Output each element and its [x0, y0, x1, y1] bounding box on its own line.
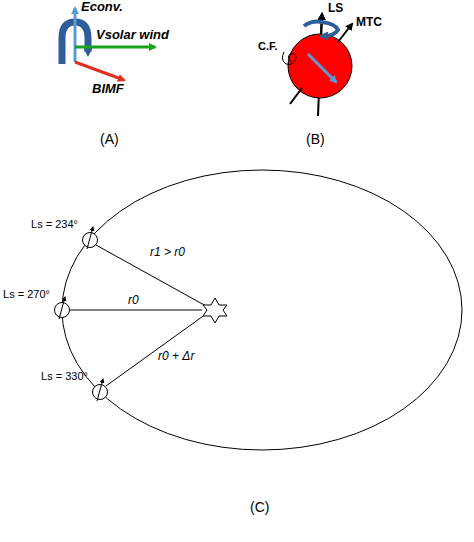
distance-label: r1 > r0 [150, 246, 185, 259]
panel-label: (A) [100, 132, 119, 147]
vector-label: BIMF [92, 82, 124, 96]
axis-label: MTC [356, 16, 382, 29]
imf-arrow [75, 62, 124, 80]
radius-line [70, 310, 202, 311]
panel-label: (C) [250, 500, 269, 515]
orbit-position: Ls = 234° [82, 232, 98, 248]
radius-line [96, 245, 206, 306]
rotation-arrow [304, 22, 338, 37]
planet-disk [288, 34, 352, 98]
orbit-position: Ls = 330° [92, 384, 108, 400]
sun-star [203, 298, 227, 323]
orbit [62, 170, 462, 450]
distance-label: r0 [128, 294, 139, 307]
e-field-arrow [74, 8, 77, 62]
planet-circle [82, 232, 98, 248]
season-label: Ls = 270° [3, 288, 50, 300]
season-label: Ls = 330° [41, 370, 88, 382]
mtc-axis [338, 24, 352, 42]
axis-label: LS [328, 2, 343, 15]
planet-circle [92, 384, 108, 400]
distance-label: r0 + Δr [158, 350, 194, 363]
panel-label: (B) [306, 132, 325, 147]
radius-line [106, 314, 206, 386]
coriolis-symbol [282, 52, 296, 64]
vector-label: Econv. [81, 0, 123, 14]
spin-axis-upper [321, 14, 322, 34]
velocity-arrow [75, 46, 155, 49]
season-label: Ls = 234° [31, 218, 78, 230]
dipole-arrow [308, 54, 336, 82]
orbit-position: Ls = 270° [54, 302, 70, 318]
mtc-axis [290, 88, 302, 104]
vector-label: Vsolar wind [96, 28, 169, 42]
planet-circle [54, 302, 70, 318]
force-label: C.F. [258, 40, 278, 52]
